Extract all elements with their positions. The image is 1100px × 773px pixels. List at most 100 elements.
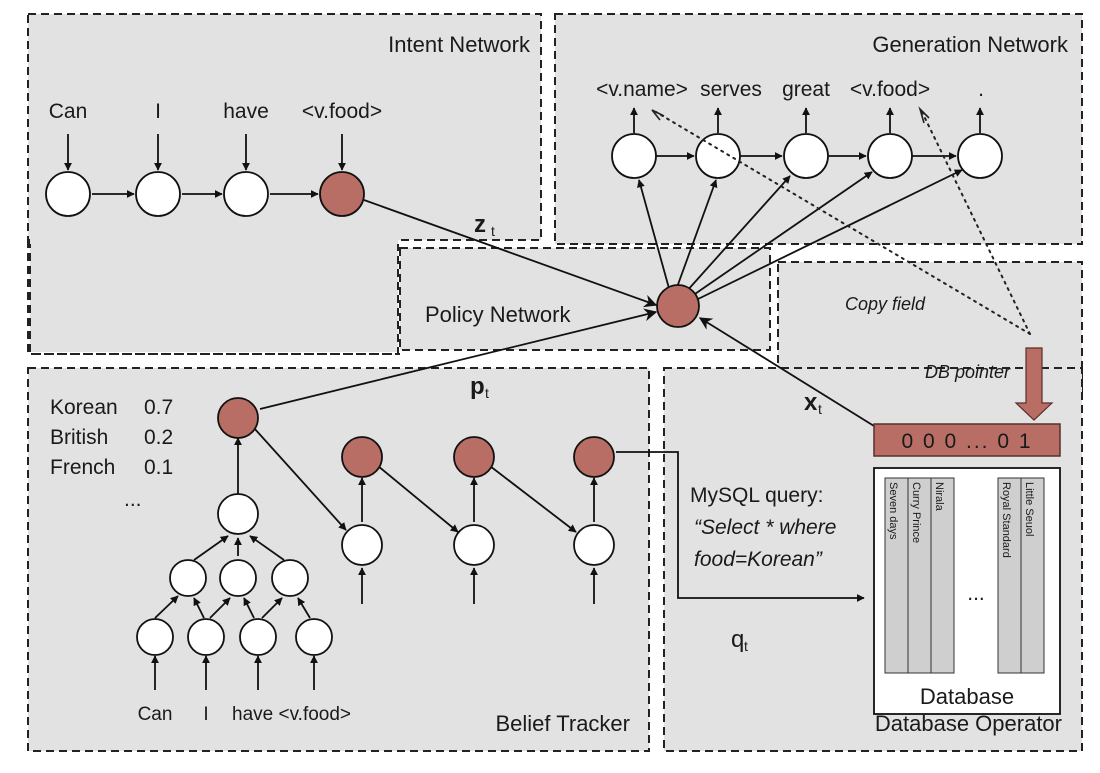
intent-to-policy-arrow <box>363 199 658 308</box>
generation-rnn-node <box>611 133 657 179</box>
belief-hidden-node <box>217 493 259 535</box>
belief-token: I <box>203 704 208 725</box>
belief-tree-arrow <box>193 597 205 619</box>
intent-nodes <box>45 171 365 217</box>
slot-value-prob: 0.1 <box>144 456 173 479</box>
generation-token: . <box>978 78 984 101</box>
belief-tree-arrow <box>154 595 179 619</box>
generation-token: <v.name> <box>596 78 688 101</box>
belief-tokens: Can I have <v.food> <box>138 704 351 725</box>
belief-tracker-title: Belief Tracker <box>496 711 631 736</box>
generation-rnn-node <box>695 133 741 179</box>
database-title: Database <box>920 684 1014 709</box>
belief-token: Can <box>138 704 173 725</box>
z-variable: z <box>474 211 486 238</box>
belief-tree-nodes <box>136 397 615 656</box>
belief-hidden-node <box>169 559 207 597</box>
database-columns-left <box>884 477 955 674</box>
belief-recurrent-arrow <box>489 465 577 533</box>
belief-output-node <box>573 436 615 478</box>
policy-network-panel <box>399 247 771 351</box>
generation-token: great <box>782 78 830 101</box>
policy-to-generation-arrows <box>637 169 963 301</box>
belief-tree-edges <box>151 427 598 690</box>
policy-to-generation-arrow <box>637 179 671 293</box>
policy-to-generation-arrow <box>691 171 873 297</box>
slot-value-label: Korean <box>50 396 118 419</box>
belief-tree-arrow <box>261 597 283 619</box>
generation-nodes <box>611 133 1003 179</box>
database-entry: Little Seuol <box>1023 482 1035 536</box>
z-subscript: t <box>491 223 495 239</box>
database-column <box>1020 477 1045 674</box>
slot-value-label: French <box>50 456 115 479</box>
policy-to-generation-arrow <box>675 179 718 291</box>
generation-rnn-node <box>783 133 829 179</box>
intent-rnn-node <box>223 171 269 217</box>
generation-rnn-node <box>957 133 1003 179</box>
generation-token: serves <box>700 78 762 101</box>
generation-tokens: <v.name> serves great <v.food> . <box>596 78 984 101</box>
generation-network-panel <box>554 13 1083 245</box>
belief-hidden-node <box>271 559 309 597</box>
belief-token: have <v.food> <box>232 704 351 725</box>
database-columns-right <box>997 477 1045 674</box>
intent-network-title: Intent Network <box>388 32 531 57</box>
x-subscript: t <box>818 401 822 417</box>
p-subscript: t <box>485 385 489 401</box>
intent-panel-extension-border <box>29 240 399 355</box>
belief-recurrent-arrow <box>253 427 347 531</box>
db-pointer-vector-text: 0 0 0 ... 0 1 <box>901 430 1032 453</box>
database-entry: Royal Standard <box>1000 482 1012 558</box>
belief-tree-arrow <box>209 597 231 619</box>
belief-leaf-node <box>136 618 174 656</box>
generation-output-arrows <box>630 107 984 133</box>
intent-token: Can <box>49 100 88 123</box>
generation-rnn-node <box>867 133 913 179</box>
belief-tree-arrow <box>297 597 311 619</box>
intent-token: I <box>155 100 161 123</box>
intent-rnn-node <box>45 171 91 217</box>
query-line-2: food=Korean” <box>694 548 823 571</box>
belief-output-node <box>341 436 383 478</box>
belief-probabilities: Korean 0.7 British 0.2 French 0.1 ... <box>50 396 173 511</box>
intent-network-panel <box>27 13 542 241</box>
database-entry: Curry Prince <box>910 482 922 543</box>
generation-network-title: Generation Network <box>872 32 1069 57</box>
belief-output-node <box>217 397 259 439</box>
slot-value-label: British <box>50 426 108 449</box>
belief-tree-arrow <box>249 535 285 561</box>
database-ellipsis: ... <box>967 582 985 605</box>
intent-panel-seam <box>30 236 398 244</box>
copy-pointer-to-name-dotted <box>655 111 1031 335</box>
belief-tree-arrow <box>193 535 229 561</box>
db-pointer-vector <box>873 423 1061 457</box>
belief-tracker-panel <box>27 367 650 752</box>
query-title: MySQL query: <box>690 484 823 507</box>
database-column <box>930 477 955 674</box>
belief-hidden-node <box>219 559 257 597</box>
belief-output-node <box>453 436 495 478</box>
copy-pointer-to-name-head <box>651 109 665 121</box>
slot-value-ellipsis: ... <box>124 488 142 511</box>
copy-pointer-to-food-dotted <box>921 111 1031 335</box>
intent-final-node <box>319 171 365 217</box>
q-variable: q <box>731 626 744 653</box>
slot-value-prob: 0.7 <box>144 396 173 419</box>
belief-recurrent-arrow <box>377 465 459 533</box>
intent-tokens: Can I have <v.food> <box>49 100 382 123</box>
db-to-policy-arrow <box>698 317 875 427</box>
intent-rnn-node <box>135 171 181 217</box>
belief-tree-arrow <box>243 597 255 619</box>
copy-field-title: Copy field <box>845 294 926 314</box>
belief-leaf-node <box>187 618 225 656</box>
database-column-labels: Seven days Curry Prince Nirala Royal Sta… <box>887 482 1035 558</box>
policy-node <box>656 284 700 328</box>
x-variable: x <box>804 389 818 416</box>
intent-input-arrows <box>64 134 346 171</box>
belief-hidden-node <box>573 524 615 566</box>
query-line-1: “Select * where <box>694 516 836 539</box>
policy-to-generation-arrow <box>695 169 963 301</box>
